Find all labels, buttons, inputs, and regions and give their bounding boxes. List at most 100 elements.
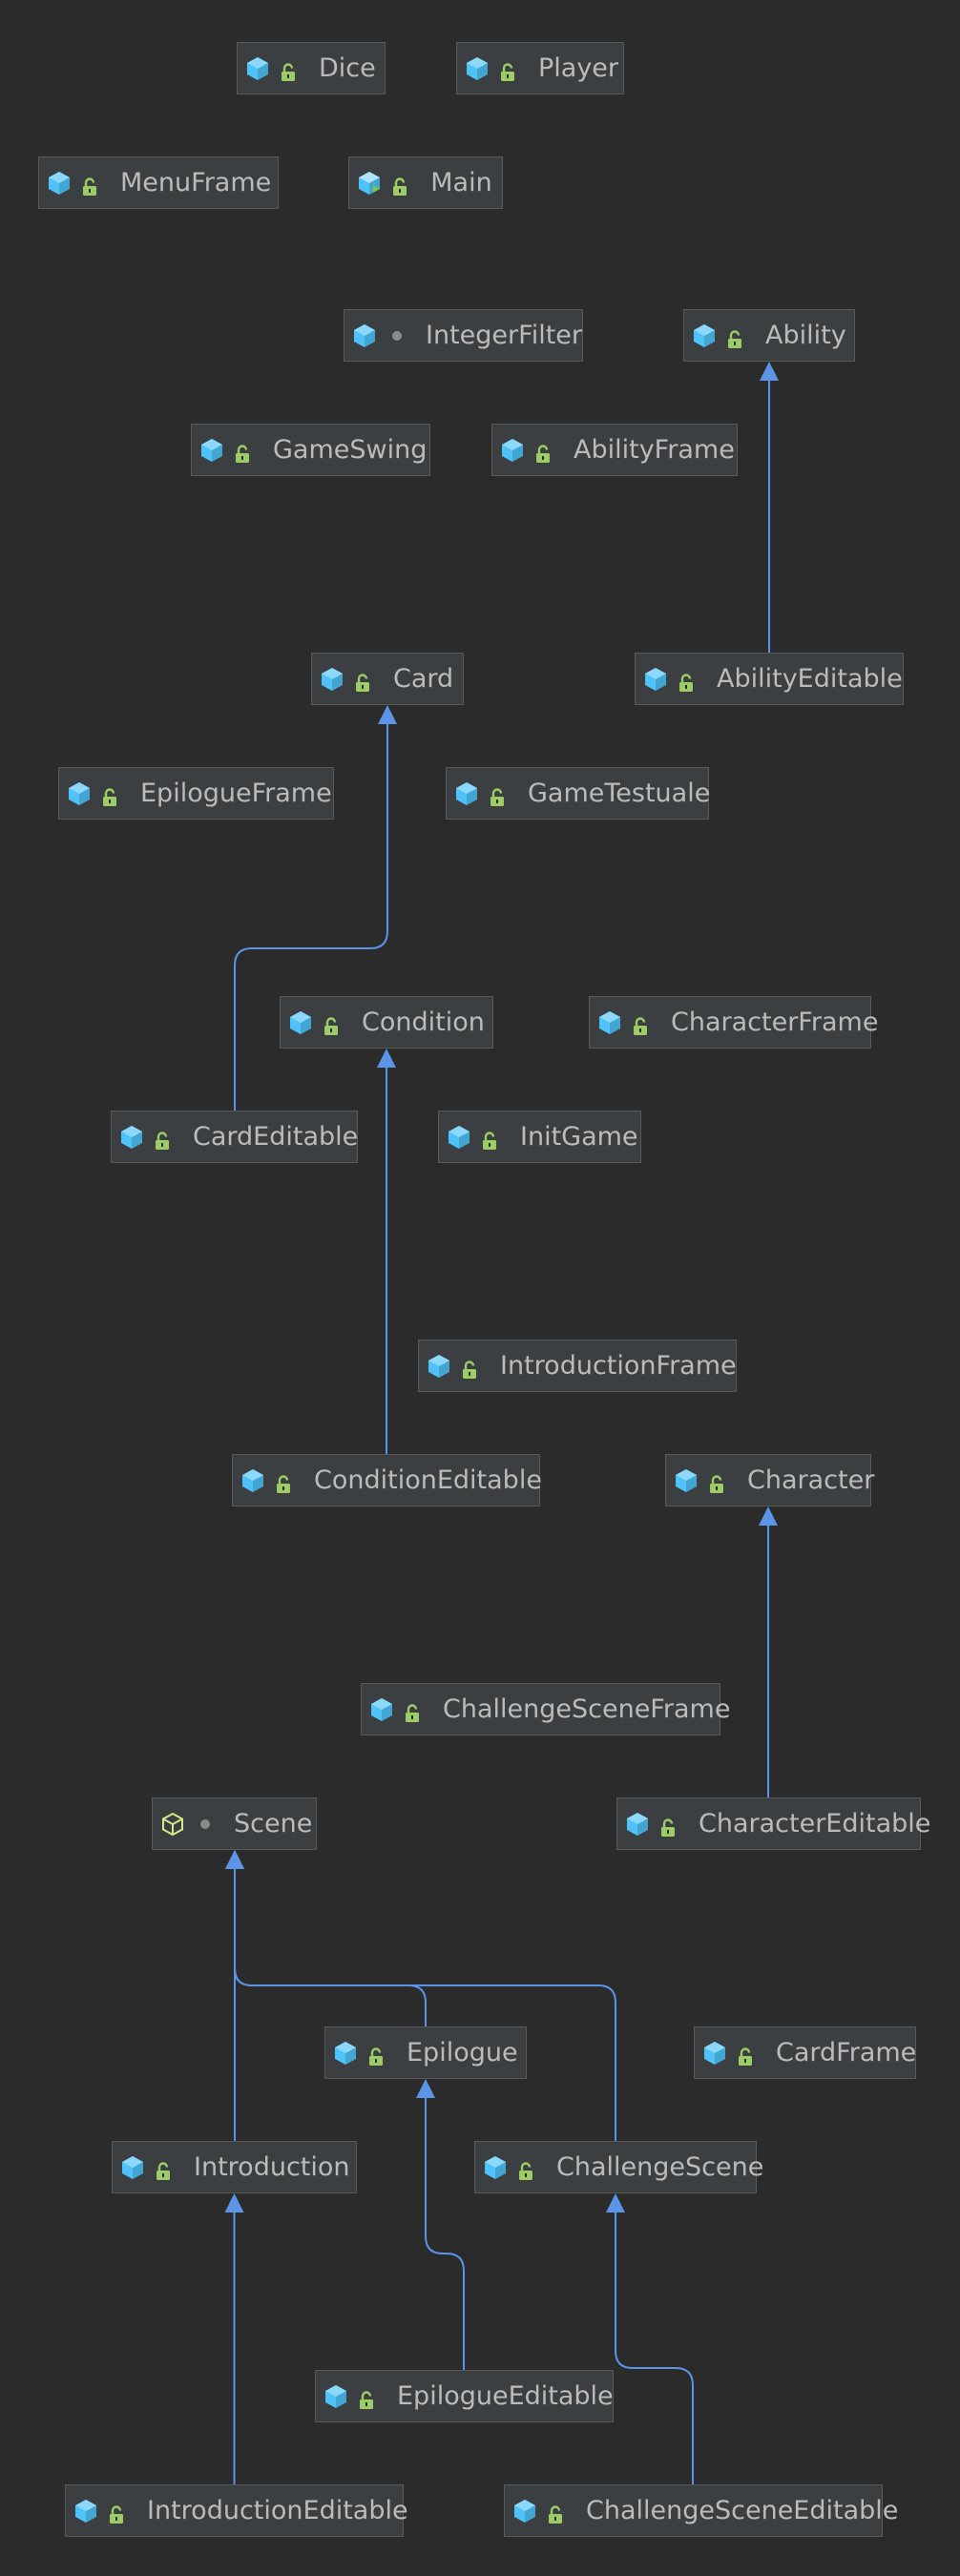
node-player[interactable]: Player xyxy=(456,42,624,94)
node-introduction-frame[interactable]: IntroductionFrame xyxy=(418,1340,737,1392)
public-lock-icon xyxy=(659,1815,677,1837)
class-icon xyxy=(245,56,270,81)
node-character-frame[interactable]: CharacterFrame xyxy=(589,996,878,1049)
class-icon xyxy=(199,438,224,463)
edge-epilogue-to-scene xyxy=(234,1861,427,2026)
node-condition-editable[interactable]: ConditionEditable xyxy=(232,1454,542,1506)
node-introduction-editable[interactable]: IntroductionEditable xyxy=(65,2484,408,2537)
node-init-game[interactable]: InitGame xyxy=(438,1111,641,1163)
node-label: CardFrame xyxy=(776,2038,917,2067)
public-lock-icon xyxy=(154,1128,171,1150)
class-icon xyxy=(369,1697,394,1722)
class-icon xyxy=(674,1468,699,1493)
node-label: ConditionEditable xyxy=(314,1465,542,1495)
node-icons xyxy=(320,667,393,692)
public-lock-icon xyxy=(81,174,98,196)
node-epilogue-frame[interactable]: EpilogueFrame xyxy=(58,767,334,820)
node-character[interactable]: Character xyxy=(665,1454,874,1506)
node-condition[interactable]: Condition xyxy=(280,996,493,1049)
node-challenge-scene[interactable]: ChallengeScene xyxy=(474,2141,763,2193)
public-lock-icon xyxy=(108,2502,125,2524)
node-ability[interactable]: Ability xyxy=(683,309,855,362)
node-label: Introduction xyxy=(194,2152,350,2182)
public-lock-icon xyxy=(358,2387,375,2409)
node-game-testuale[interactable]: GameTestuale xyxy=(446,767,710,820)
node-icons xyxy=(625,1812,699,1837)
edge-epilogue-editable-to-epilogue xyxy=(425,2090,465,2370)
node-ability-editable[interactable]: AbilityEditable xyxy=(635,653,904,705)
public-lock-icon xyxy=(404,1700,421,1722)
node-icons xyxy=(67,781,140,806)
node-icons xyxy=(119,1125,193,1150)
node-card-frame[interactable]: CardFrame xyxy=(694,2026,916,2079)
node-label: AbilityFrame xyxy=(574,435,735,465)
class-icon xyxy=(288,1010,313,1035)
node-challenge-scene-frame[interactable]: ChallengeSceneFrame xyxy=(361,1683,730,1735)
node-icons xyxy=(199,438,273,463)
node-icons xyxy=(643,667,717,692)
node-icons xyxy=(447,1125,520,1150)
node-icons xyxy=(369,1697,443,1722)
class-icon xyxy=(447,1125,471,1150)
node-character-editable[interactable]: CharacterEditable xyxy=(616,1797,930,1850)
node-icons xyxy=(120,2155,194,2180)
node-main[interactable]: Main xyxy=(348,156,503,209)
public-lock-icon xyxy=(708,1471,725,1493)
public-lock-icon xyxy=(234,441,251,463)
node-icons xyxy=(454,781,528,806)
arrowhead-introduction xyxy=(224,2193,244,2212)
public-lock-icon xyxy=(632,1013,649,1035)
node-label: EpilogueEditable xyxy=(397,2381,614,2411)
class-icon xyxy=(320,667,344,692)
class-icon xyxy=(625,1812,650,1837)
node-menu-frame[interactable]: MenuFrame xyxy=(38,156,279,209)
node-label: Card xyxy=(393,664,454,694)
node-label: EpilogueFrame xyxy=(140,779,332,808)
node-card[interactable]: Card xyxy=(311,653,464,705)
main-class-icon xyxy=(357,171,382,196)
node-challenge-scene-editable[interactable]: ChallengeSceneEditable xyxy=(504,2484,898,2537)
node-label: ChallengeScene xyxy=(556,2152,764,2182)
arrowhead-card xyxy=(378,705,397,724)
node-icons xyxy=(240,1468,314,1493)
class-icon xyxy=(240,1468,265,1493)
node-label: IntroductionFrame xyxy=(500,1351,737,1381)
node-icons xyxy=(160,1812,234,1837)
node-game-swing[interactable]: GameSwing xyxy=(191,424,430,476)
node-label: InitGame xyxy=(520,1122,638,1152)
node-icons xyxy=(465,56,538,81)
node-icons xyxy=(323,2384,397,2409)
node-icons xyxy=(674,1468,747,1493)
public-lock-icon xyxy=(155,2158,172,2180)
node-label: Condition xyxy=(362,1008,485,1037)
arrowhead-character xyxy=(759,1506,778,1526)
node-icons xyxy=(483,2155,556,2180)
public-lock-icon xyxy=(489,784,506,806)
node-dice[interactable]: Dice xyxy=(237,42,386,94)
package-private-dot-icon xyxy=(200,1818,210,1829)
node-icons xyxy=(500,438,574,463)
node-epilogue-editable[interactable]: EpilogueEditable xyxy=(315,2370,614,2422)
node-label: GameSwing xyxy=(273,435,428,465)
node-icons xyxy=(352,323,426,348)
node-card-editable[interactable]: CardEditable xyxy=(111,1111,358,1163)
node-integer-filter[interactable]: IntegerFilter xyxy=(344,309,583,362)
node-label: CharacterEditable xyxy=(699,1809,931,1839)
node-introduction[interactable]: Introduction xyxy=(112,2141,357,2193)
public-lock-icon xyxy=(517,2158,534,2180)
node-label: Scene xyxy=(234,1809,313,1839)
public-lock-icon xyxy=(737,2044,754,2066)
node-scene[interactable]: Scene xyxy=(152,1797,317,1850)
public-lock-icon xyxy=(499,59,516,81)
node-label: MenuFrame xyxy=(120,168,272,197)
node-ability-frame[interactable]: AbilityFrame xyxy=(491,424,738,476)
edge-challenge-scene-editable-to-challenge-scene xyxy=(615,2205,694,2484)
node-epilogue[interactable]: Epilogue xyxy=(324,2026,527,2079)
class-icon xyxy=(500,438,525,463)
class-icon xyxy=(119,1125,144,1150)
class-icon xyxy=(483,2155,508,2180)
node-icons xyxy=(692,323,765,348)
node-icons xyxy=(333,2041,407,2066)
node-label: Dice xyxy=(319,53,376,83)
